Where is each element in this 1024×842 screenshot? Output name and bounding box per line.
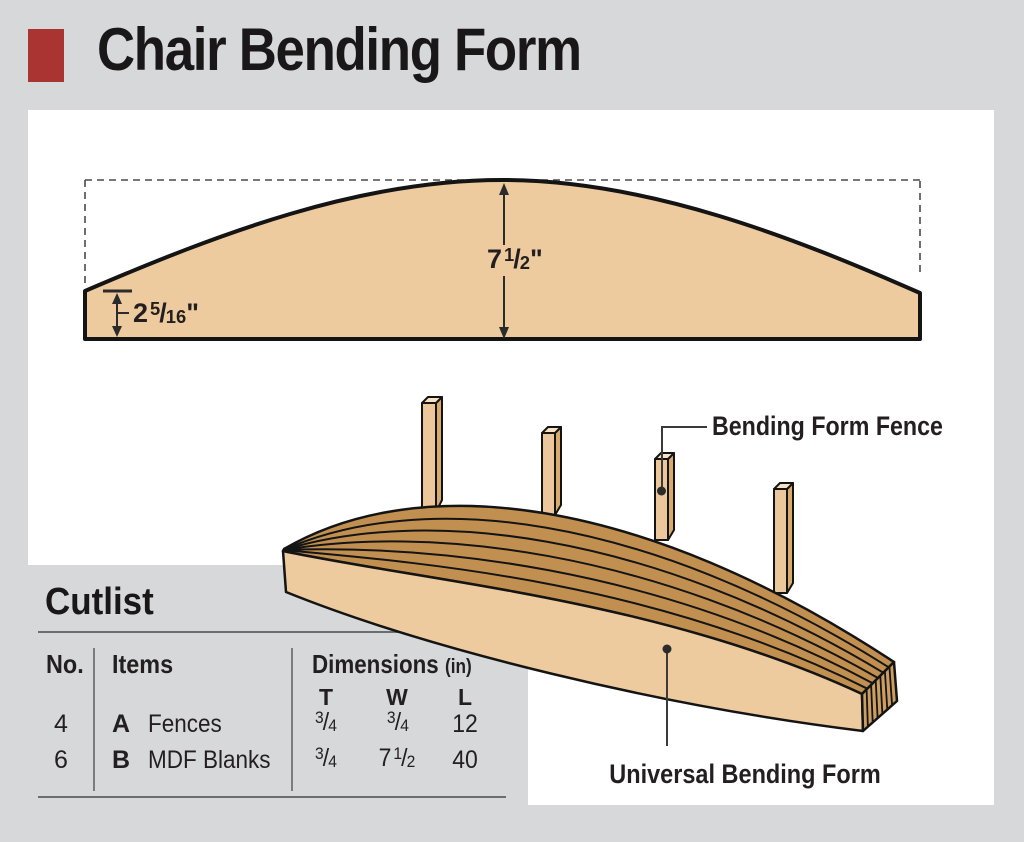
page-title: Chair Bending Form: [97, 16, 582, 83]
cutlist-vertical-rule-2: [291, 648, 293, 791]
row-l: 40: [452, 746, 478, 774]
cutlist-title: Cutlist: [45, 581, 154, 623]
lamination-lines: [283, 517, 890, 690]
fence-callout-leader: [657, 426, 707, 496]
row-l: 12: [452, 710, 478, 738]
form-end-face: [860, 660, 899, 733]
dimensions-label: Dimensions: [312, 649, 439, 679]
cutlist-vertical-rule-1: [93, 648, 95, 791]
form-callout-leader: [662, 644, 672, 746]
cutlist-col-no: No.: [46, 649, 84, 679]
red-accent-square: [28, 29, 64, 82]
fence-post-1: [421, 396, 443, 513]
end-grain-lines: [865, 666, 893, 727]
fence-callout-label: Bending Form Fence: [712, 411, 943, 441]
row-t: 3/4: [315, 744, 337, 772]
fence-post-3: [654, 452, 675, 541]
dimensions-unit: (in): [444, 656, 472, 678]
row-letter: B: [112, 746, 131, 774]
row-qty: 6: [54, 746, 68, 774]
row-t: 3/4: [315, 708, 337, 736]
fence-post-2: [541, 426, 562, 516]
cutlist-col-l: L: [457, 684, 473, 710]
row-item: MDF Blanks: [148, 746, 271, 774]
fence-post-4: [773, 482, 794, 594]
cutlist-bottom-rule: [38, 796, 506, 798]
form-callout-label: Universal Bending Form: [609, 759, 881, 789]
cutlist-col-t: T: [318, 684, 334, 710]
cutlist-col-items: Items: [112, 649, 174, 679]
row-letter: A: [112, 710, 131, 738]
cutlist-col-dimensions: Dimensions (in): [312, 650, 498, 681]
row-qty: 4: [54, 710, 68, 738]
row-w: 3/4: [386, 708, 409, 736]
cutlist-col-w: W: [386, 684, 408, 710]
cutlist-title-rule: [38, 631, 506, 633]
edge-dimension-arrow: [103, 289, 132, 337]
fence-posts: [421, 396, 794, 594]
row-item: Fences: [148, 710, 222, 738]
